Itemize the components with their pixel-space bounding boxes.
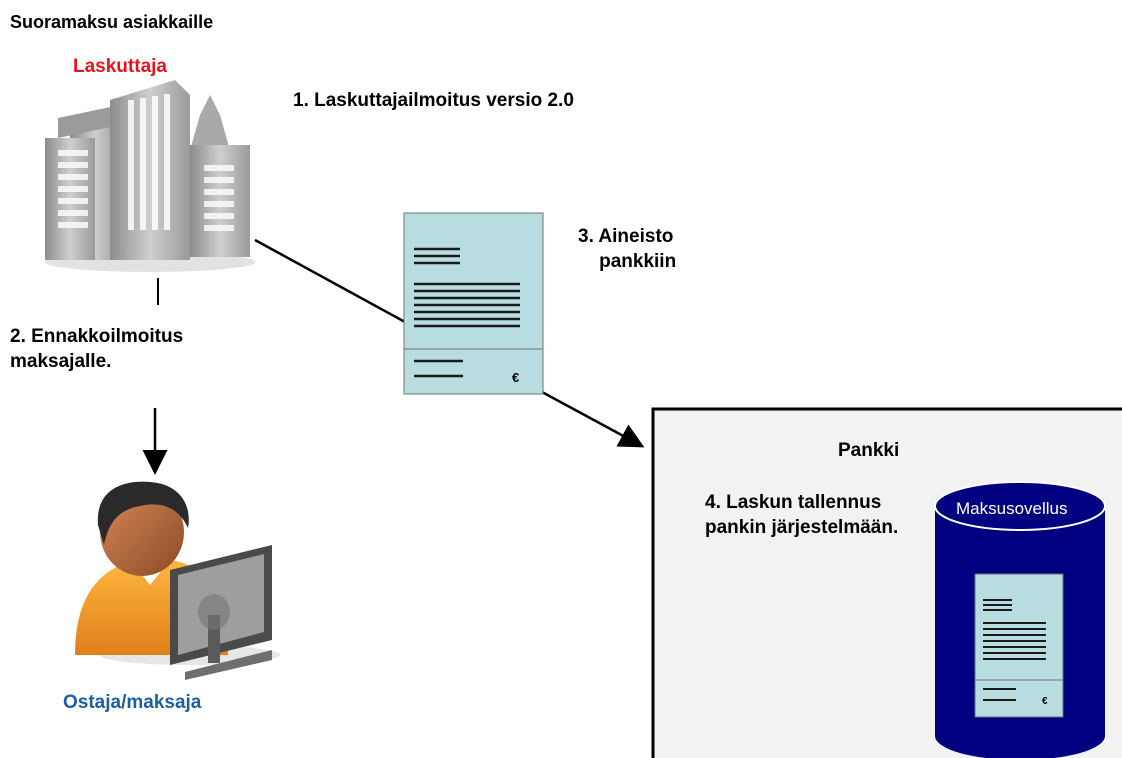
biller-label: Laskuttaja bbox=[73, 56, 167, 77]
step-2-label: 2. Ennakkoilmoitus maksajalle. bbox=[10, 326, 184, 372]
page-title: Suoramaksu asiakkaille bbox=[10, 12, 214, 32]
step-1-label: 1. Laskuttajailmoitus versio 2.0 bbox=[293, 90, 574, 111]
person-at-computer-icon bbox=[75, 481, 280, 680]
step-3-label: 3. Aineisto pankkiin bbox=[578, 226, 677, 272]
invoice-document-icon: € bbox=[403, 212, 544, 395]
office-building-icon bbox=[45, 80, 255, 272]
currency-symbol: € bbox=[1042, 696, 1048, 707]
step-4-label: 4. Laskun tallennus pankin järjestelmään… bbox=[705, 492, 899, 538]
database-label: Maksusovellus bbox=[956, 499, 1068, 518]
connector-line bbox=[254, 238, 406, 324]
currency-symbol: € bbox=[512, 370, 519, 385]
bank-label: Pankki bbox=[838, 440, 900, 461]
arrow-to-bank bbox=[541, 390, 645, 448]
database-cylinder-icon: € bbox=[934, 481, 1106, 758]
buyer-label: Ostaja/maksaja bbox=[63, 692, 202, 713]
